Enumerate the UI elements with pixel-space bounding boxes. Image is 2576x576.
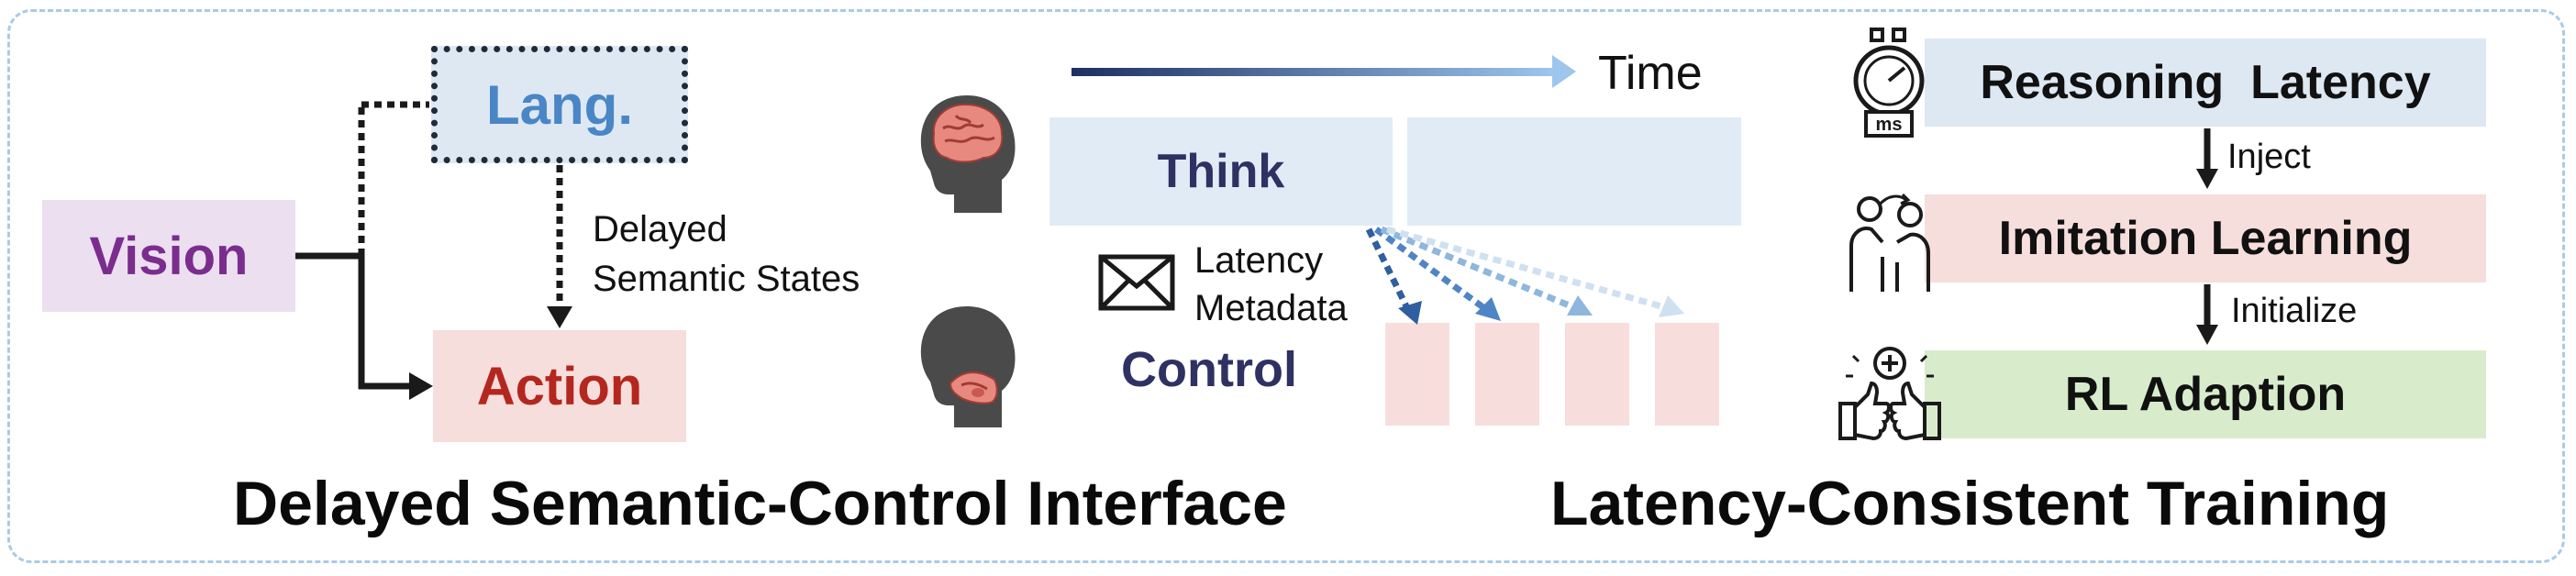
vision-to-lang-dotted-line [358,101,429,256]
rl-adaption-box: RL Adaption [1925,350,2486,438]
time-label: Time [1598,47,1703,100]
initialize-arrow [2196,284,2218,345]
left-caption: Delayed Semantic-Control Interface [233,469,1287,538]
inject-arrow [2196,128,2218,189]
delayed-semantic-label-line1: Delayed [593,209,727,249]
lang-label: Lang. [486,73,633,136]
think-label: Think [1157,145,1285,198]
reasoning-latency-label: Reasoning Latency [1980,56,2431,109]
think-to-control-dotted-arrows [1365,226,1684,325]
control-cell-4 [1655,323,1719,426]
lang-to-action-dotted-arrow [547,165,572,328]
action-box: Action [433,330,686,442]
imitation-learning-box: Imitation Learning [1925,194,2486,282]
latency-metadata-line1: Latency [1194,240,1324,281]
vision-label: Vision [89,226,249,286]
throat-head-icon [920,306,1016,427]
reasoning-latency-box: Reasoning Latency [1925,39,2486,127]
rl-adaption-label: RL Adaption [2064,368,2347,421]
imitation-learning-label: Imitation Learning [1998,212,2413,265]
think-box: Think [1049,117,1393,226]
action-label: Action [476,356,643,416]
vision-box: Vision [42,200,295,312]
time-arrow [1071,55,1576,88]
thumbs-up-medical-icon [1838,347,1941,441]
right-caption: Latency-Consistent Training [1550,469,2390,538]
vision-to-action-arrow [295,252,433,400]
latency-metadata-line2: Metadata [1194,288,1348,328]
delayed-semantic-label-line2: Semantic States [593,259,861,299]
stopwatch-icon: ms [1853,28,1925,138]
control-label: Control [1121,342,1297,397]
initialize-label: Initialize [2231,292,2358,330]
diagram-frame [7,9,2565,563]
stopwatch-ms-text: ms [1876,115,1903,135]
envelope-icon [1098,254,1175,311]
inject-label: Inject [2227,138,2311,176]
lang-box: Lang. [431,46,688,163]
control-cell-2 [1475,323,1539,426]
brain-head-icon [920,95,1016,213]
think-box-next [1407,117,1741,226]
control-cell-3 [1565,323,1629,426]
control-cell-1 [1385,323,1449,426]
people-imitation-icon [1849,193,1930,292]
